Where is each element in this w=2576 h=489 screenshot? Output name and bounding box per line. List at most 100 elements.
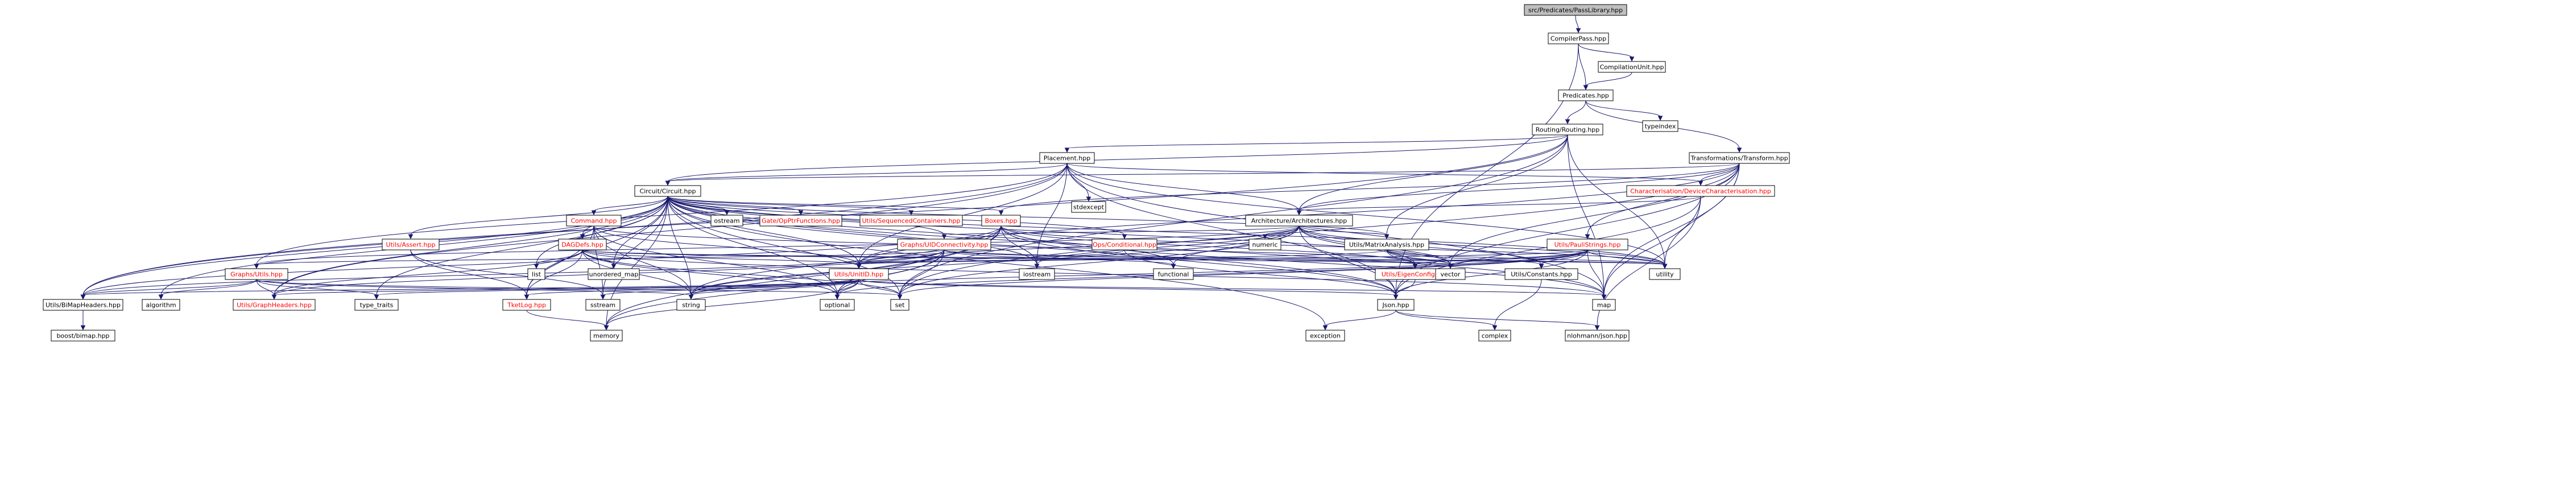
node-label: sstream (590, 302, 615, 309)
node-memory: memory (590, 330, 623, 342)
node-label: nlohmann/json.hpp (1567, 332, 1627, 340)
node-box (1153, 268, 1194, 280)
node-box (1626, 185, 1775, 197)
node-predicates[interactable]: Predicates.hpp (1558, 89, 1614, 101)
node-label: algorithm (146, 302, 176, 309)
node-box (527, 268, 545, 280)
node-root: src/Predicates/PassLibrary.hpp (1524, 4, 1627, 16)
node-transform[interactable]: Transformations/Transform.hpp (1689, 152, 1790, 164)
edge-circuit-to-assert (408, 196, 668, 240)
node-seqcont[interactable]: Utils/SequencedContainers.hpp (859, 215, 963, 227)
edge-circuit-to-seqcont (667, 196, 914, 216)
node-box (558, 239, 607, 250)
node-label: exception (1310, 332, 1341, 340)
node-devchar[interactable]: Characterisation/DeviceCharacterisation.… (1626, 185, 1775, 197)
node-label: DAGDefs.hpp (561, 241, 603, 249)
node-label: Utils/SequencedContainers.hpp (862, 217, 960, 225)
node-stdexcept: stdexcept (1071, 201, 1106, 213)
node-label: boost/bimap.hpp (56, 332, 109, 340)
node-eigenconfig[interactable]: Utils/EigenConfig.hpp (1375, 268, 1456, 280)
node-label: Utils/EigenConfig.hpp (1382, 271, 1449, 278)
node-opptr[interactable]: Gate/OpPtrFunctions.hpp (759, 215, 842, 227)
node-matrixanalysis[interactable]: Utils/MatrixAnalysis.hpp (1344, 239, 1429, 250)
edge-unitid-to-bitmap (80, 279, 859, 300)
node-box (981, 215, 1021, 227)
node-routing[interactable]: Routing/Routing.hpp (1532, 124, 1603, 135)
node-json[interactable]: Json.hpp (1377, 299, 1415, 311)
node-label: Boxes.hpp (985, 217, 1017, 225)
edge-dagdefs-to-list (534, 249, 583, 269)
node-uidconn[interactable]: Graphs/UIDConnectivity.hpp (897, 239, 991, 250)
edge-command-to-dagdefs (580, 225, 594, 240)
edge-placement-to-circuit (665, 163, 1068, 186)
node-box (1248, 239, 1281, 250)
node-label: Predicates.hpp (1562, 92, 1609, 100)
node-box (897, 239, 991, 250)
node-label: utility (1656, 271, 1674, 278)
node-label: Utils/Constants.hpp (1511, 271, 1572, 278)
node-vector: vector (1435, 268, 1466, 280)
node-label: CompilerPass.hpp (1550, 35, 1606, 43)
edge-circuit-to-utility (667, 196, 1668, 269)
node-label: Characterisation/DeviceCharacterisation.… (1630, 188, 1771, 195)
node-box (588, 268, 640, 280)
node-box (1071, 201, 1106, 213)
edge-predicates-to-typeindex (1585, 100, 1663, 121)
node-box (634, 185, 701, 197)
node-compilationunit[interactable]: CompilationUnit.hpp (1598, 61, 1666, 73)
node-box (566, 215, 622, 227)
node-label: unordered_map (589, 271, 639, 278)
node-graphutils[interactable]: Graphs/Utils.hpp (225, 268, 288, 280)
node-box (1565, 330, 1630, 342)
node-assert[interactable]: Utils/Assert.hpp (382, 239, 440, 250)
node-paulistrings[interactable]: Utils/PauliStrings.hpp (1547, 239, 1628, 250)
node-bitmap[interactable]: Utils/BiMapHeaders.hpp (43, 299, 123, 311)
node-label: Utils/MatrixAnalysis.hpp (1349, 241, 1424, 249)
node-compilerpass[interactable]: CompilerPass.hpp (1548, 32, 1609, 44)
edge-compilerpass-to-predicates (1578, 43, 1589, 91)
node-dagdefs[interactable]: DAGDefs.hpp (558, 239, 607, 250)
node-complex: complex (1478, 330, 1511, 342)
node-circuit[interactable]: Circuit/Circuit.hpp (634, 185, 701, 197)
node-label: Routing/Routing.hpp (1536, 126, 1600, 134)
node-placement[interactable]: Placement.hpp (1039, 152, 1095, 164)
node-label: Circuit/Circuit.hpp (640, 188, 696, 195)
node-box (51, 330, 115, 342)
node-set: set (890, 299, 909, 311)
edge-unitid-to-map (858, 279, 1607, 300)
node-box (890, 299, 909, 311)
edge-uidconn-to-graphutils (254, 249, 945, 269)
node-tketlog[interactable]: TketLog.hpp (502, 299, 551, 311)
node-constants[interactable]: Utils/Constants.hpp (1504, 268, 1578, 280)
node-box (1547, 239, 1628, 250)
node-unitid[interactable]: Utils/UnitID.hpp (829, 268, 889, 280)
node-string: string (676, 299, 706, 311)
node-label: Transformations/Transform.hpp (1690, 155, 1788, 162)
node-list: list (527, 268, 545, 280)
node-command[interactable]: Command.hpp (566, 215, 622, 227)
node-conditional[interactable]: Ops/Conditional.hpp (1091, 239, 1157, 250)
node-box (1091, 239, 1157, 250)
edge-root-to-compilerpass (1575, 15, 1581, 34)
edge-command-to-unitid (593, 225, 862, 269)
node-box (233, 299, 316, 311)
node-exception: exception (1305, 330, 1345, 342)
edge-unitid-to-type_traits (374, 279, 859, 300)
node-label: ostream (714, 217, 739, 225)
node-label: memory (593, 332, 619, 340)
node-label: Utils/UnitID.hpp (834, 271, 883, 278)
node-box (759, 215, 842, 227)
edge-circuit-to-graphheaders (271, 196, 668, 300)
node-box (1592, 299, 1616, 311)
node-box (1435, 268, 1466, 280)
node-graphheaders[interactable]: Utils/GraphHeaders.hpp (233, 299, 316, 311)
node-box (590, 330, 623, 342)
edge-arch-to-uidconn (941, 225, 1300, 240)
edge-devchar-to-arch (1296, 196, 1701, 216)
node-boxes[interactable]: Boxes.hpp (981, 215, 1021, 227)
edge-unitid-to-json (858, 279, 1399, 300)
node-label: Command.hpp (571, 217, 617, 225)
node-arch[interactable]: Architecture/Architectures.hpp (1245, 215, 1353, 227)
node-sstream: sstream (585, 299, 621, 311)
